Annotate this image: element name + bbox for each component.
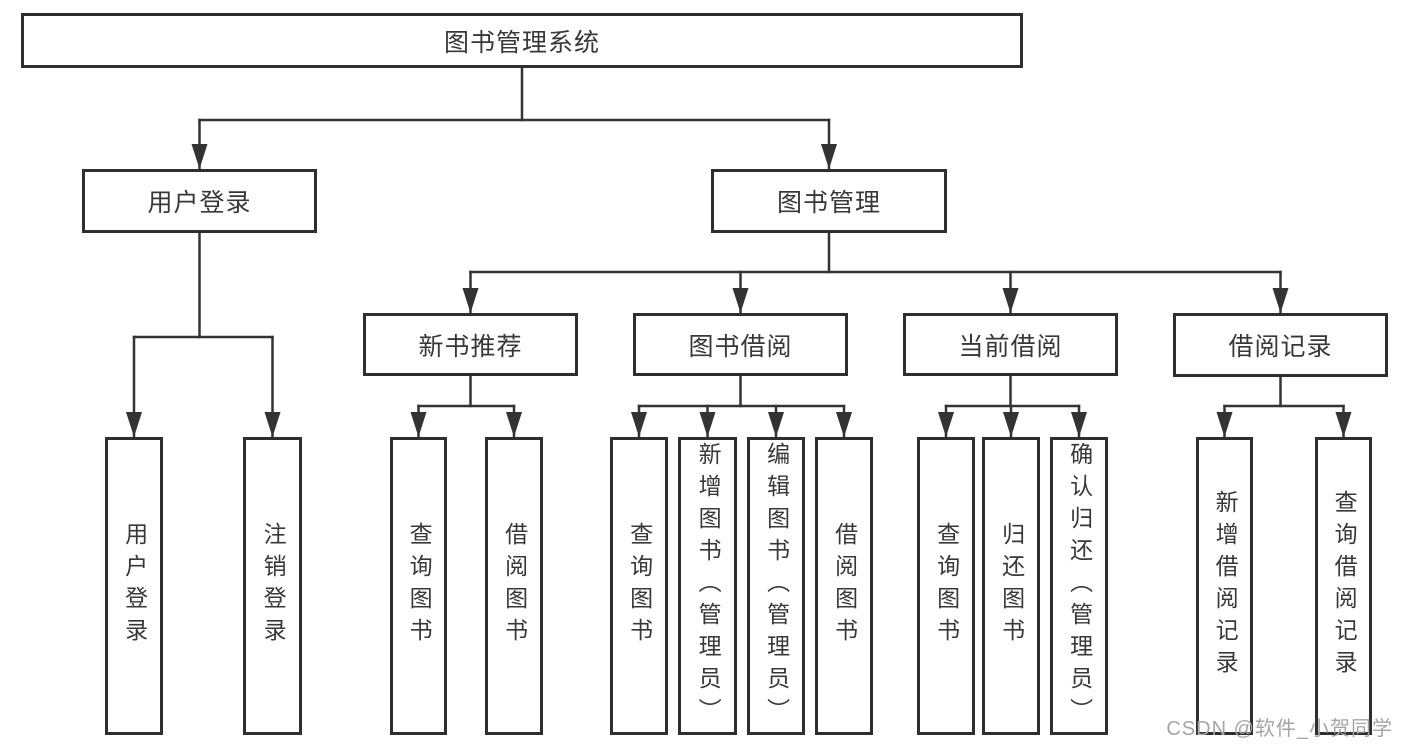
leaf-label: 查询图书 — [406, 522, 433, 650]
node-new-book-recommend: 新书推荐 — [363, 313, 578, 376]
leaf-current-confirm-return-admin: 确认归还（管理员） — [1050, 437, 1108, 735]
leaf-label: 确认归还（管理员） — [1066, 442, 1093, 730]
leaf-logout: 注销登录 — [243, 437, 302, 735]
leaf-label: 新增图书（管理员） — [695, 442, 722, 730]
node-label: 图书管理 — [776, 189, 881, 217]
leaf-label: 查询图书 — [933, 522, 960, 650]
node-label: 借阅记录 — [1228, 333, 1333, 361]
leaf-label: 查询图书 — [626, 522, 653, 650]
leaf-label: 用户登录 — [121, 522, 148, 650]
leaf-records-add-record: 新增借阅记录 — [1196, 437, 1253, 735]
leaf-borrow-add-books-admin: 新增图书（管理员） — [678, 437, 737, 735]
leaf-label: 查询借阅记录 — [1331, 490, 1358, 682]
leaf-records-query-record: 查询借阅记录 — [1315, 437, 1372, 735]
node-book-borrow: 图书借阅 — [633, 313, 848, 376]
node-label: 当前借阅 — [958, 332, 1063, 361]
node-label: 图书管理系统 — [443, 28, 600, 57]
node-book-management: 图书管理 — [711, 169, 947, 233]
leaf-label: 借阅图书 — [831, 522, 858, 650]
leaf-current-return-books: 归还图书 — [982, 437, 1040, 735]
node-root-system: 图书管理系统 — [21, 13, 1023, 68]
watermark: CSDN @软件_小贺同学 — [1166, 718, 1393, 740]
leaf-label: 注销登录 — [260, 522, 287, 650]
leaf-label: 新增借阅记录 — [1212, 490, 1239, 682]
node-user-login: 用户登录 — [82, 169, 317, 233]
leaf-recommend-query-books: 查询图书 — [390, 437, 447, 735]
node-label: 图书借阅 — [688, 332, 793, 361]
leaf-borrow-borrow-books: 借阅图书 — [815, 437, 873, 735]
leaf-user-login: 用户登录 — [105, 437, 163, 735]
node-label: 新书推荐 — [418, 332, 523, 361]
leaf-borrow-query-books: 查询图书 — [610, 437, 668, 735]
node-label: 用户登录 — [147, 189, 252, 217]
leaf-label: 编辑图书（管理员） — [763, 442, 790, 730]
leaf-label: 借阅图书 — [501, 522, 528, 650]
node-current-borrow: 当前借阅 — [903, 313, 1118, 376]
leaf-borrow-edit-books-admin: 编辑图书（管理员） — [747, 437, 805, 735]
leaf-current-query-books: 查询图书 — [917, 437, 975, 735]
node-borrow-records: 借阅记录 — [1173, 313, 1388, 377]
leaf-label: 归还图书 — [998, 522, 1025, 650]
leaf-recommend-borrow-books: 借阅图书 — [485, 437, 543, 735]
